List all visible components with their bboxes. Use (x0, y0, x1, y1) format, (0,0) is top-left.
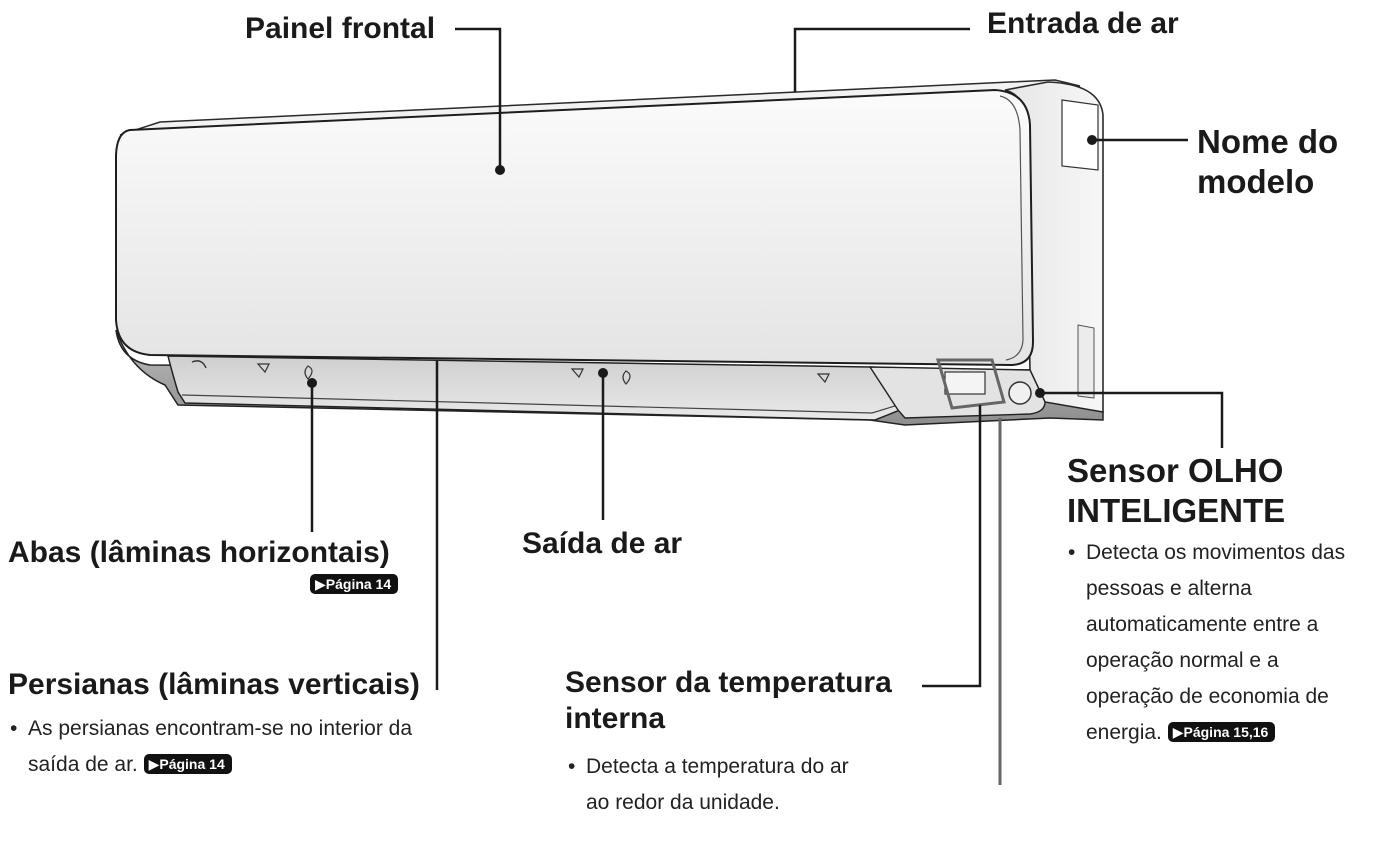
vane-mark (570, 368, 584, 379)
label-smart-eye: Sensor OLHO INTELIGENTE (1067, 451, 1285, 531)
dot-air-outlet (598, 368, 608, 378)
front-panel-inner-edge (999, 95, 1024, 361)
desc-louvers-text: As persianas encontram-se no interior da… (28, 711, 412, 783)
leader-dots (307, 135, 1097, 398)
desc-louvers-line: saída de ar. (28, 753, 138, 776)
desc-smart-eye-line: operação de economia de (1086, 685, 1329, 708)
label-model-name-line1: Nome do (1197, 123, 1339, 160)
desc-smart-eye: • Detecta os movimentos das pessoas e al… (1068, 535, 1380, 751)
leader-lines (310, 27, 1224, 690)
desc-smart-eye-line: automaticamente entre a (1086, 613, 1319, 636)
label-air-intake: Entrada de ar (987, 7, 1179, 40)
desc-room-temp-line: ao redor da unidade. (586, 791, 780, 814)
desc-smart-eye-line: energia. (1086, 721, 1162, 744)
label-model-name-line2: modelo (1197, 163, 1315, 200)
label-smart-eye-line2: INTELIGENTE (1067, 492, 1286, 529)
bullet-item: • Detecta os movimentos das pessoas e al… (1068, 535, 1380, 751)
vane-mark (622, 370, 631, 385)
vane-mark (191, 360, 207, 369)
bullet-item: • Detecta a temperatura do ar ao redor d… (568, 749, 898, 821)
vane-mark (816, 373, 830, 384)
desc-smart-eye-line: operação normal e a (1086, 649, 1279, 672)
bullet-dot: • (568, 755, 576, 778)
side-recess (1077, 324, 1095, 399)
page-ref-louvers[interactable]: ▶Página 14 (143, 754, 232, 774)
label-room-temp-line1: Sensor da temperatura (565, 666, 892, 699)
leader-front-panel (455, 27, 502, 168)
label-model-name: Nome do modelo (1197, 122, 1338, 202)
label-smart-eye-line1: Sensor OLHO (1067, 452, 1284, 489)
bullet-dot: • (10, 717, 18, 740)
display-window (944, 371, 986, 395)
flap-lip (181, 394, 899, 414)
bullet-item: • As persianas encontram-se no interior … (10, 711, 490, 783)
label-room-temp-line2: interna (565, 702, 666, 735)
dot-model-name (1087, 135, 1097, 145)
vane-mark (256, 363, 270, 374)
label-room-temp: Sensor da temperatura interna (565, 665, 892, 737)
label-air-outlet: Saída de ar (522, 527, 683, 560)
leader-smart-eye (1040, 391, 1224, 448)
desc-room-temp-text: Detecta a temperatura do ar ao redor da … (586, 749, 849, 821)
leader-room-temp (922, 405, 982, 688)
label-flaps: Abas (lâminas horizontais) (8, 536, 390, 569)
desc-louvers-line: As persianas encontram-se no interior da (28, 717, 413, 740)
model-name-plate (1061, 99, 1099, 171)
leader-air-intake (793, 27, 970, 92)
vane-mark (304, 365, 313, 380)
desc-room-temp-line: Detecta a temperatura do ar (586, 755, 849, 778)
desc-smart-eye-text: Detecta os movimentos das pessoas e alte… (1086, 535, 1345, 751)
dot-smart-eye (1035, 388, 1045, 398)
front-panel-shape (115, 88, 1035, 367)
sensor-highlight-outline (936, 358, 1006, 410)
dot-flaps (307, 378, 317, 388)
desc-smart-eye-line: pessoas e alterna (1086, 577, 1252, 600)
page-ref-smart-eye[interactable]: ▶Página 15,16 (1167, 722, 1276, 742)
label-front-panel: Painel frontal (245, 12, 436, 45)
dot-front-panel (495, 165, 505, 175)
bullet-dot: • (1068, 541, 1076, 564)
desc-smart-eye-line: Detecta os movimentos das (1086, 541, 1346, 564)
label-louvers: Persianas (lâminas verticais) (8, 668, 420, 701)
smart-eye-lens (1008, 381, 1032, 405)
desc-louvers: • As persianas encontram-se no interior … (10, 711, 490, 783)
desc-room-temp: • Detecta a temperatura do ar ao redor d… (568, 749, 898, 821)
page-ref-flaps[interactable]: ▶Página 14 (310, 574, 399, 594)
